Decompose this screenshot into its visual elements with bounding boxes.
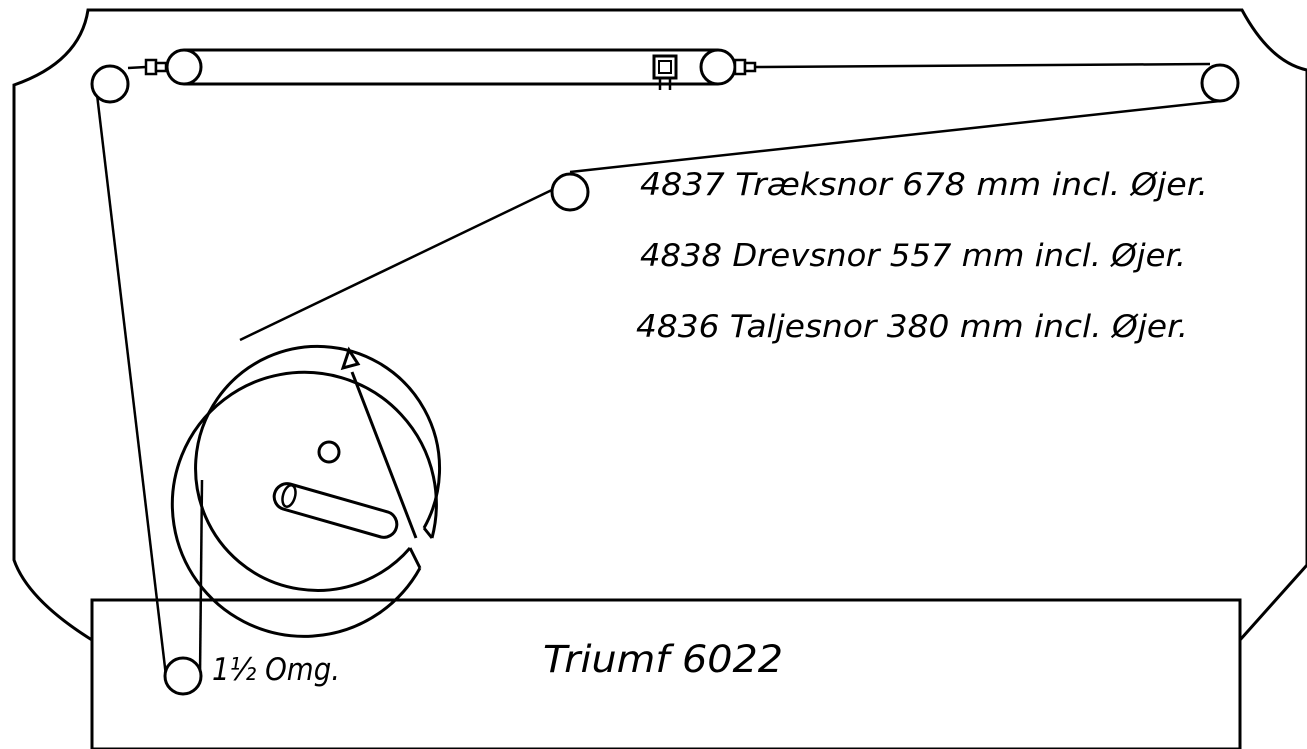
pulley-middle [550, 172, 590, 212]
pulley-bottom [163, 656, 203, 696]
pointer-clip [652, 54, 678, 90]
drum-spring [272, 482, 399, 539]
rail-pulley-left [165, 48, 203, 86]
pulley-top-left [90, 64, 130, 104]
drum-hub [317, 440, 341, 464]
cord-label-traeksnor: 4837 Træksnor 678 mm incl. Øjer. [640, 167, 1208, 203]
wrap-note: 1½ Omg. [212, 652, 340, 688]
scale-plate-outline [12, 8, 1307, 644]
drive-drum [170, 344, 442, 638]
cord-label-drevsnor: 4838 Drevsnor 557 mm incl. Øjer. [640, 238, 1186, 274]
cord-eyelet-right [733, 58, 757, 76]
direction-arrow-icon [340, 346, 418, 539]
rail-pulley-right [699, 48, 737, 86]
model-name: Triumf 6022 [543, 638, 783, 681]
cord-label-taljesnor: 4836 Taljesnor 380 mm incl. Øjer. [636, 309, 1188, 345]
cord-path [94, 62, 1221, 677]
label-panel [90, 598, 1242, 749]
pulley-top-right [1200, 63, 1240, 103]
cord-eyelet-left [144, 58, 168, 76]
pointer-rail [165, 48, 737, 86]
